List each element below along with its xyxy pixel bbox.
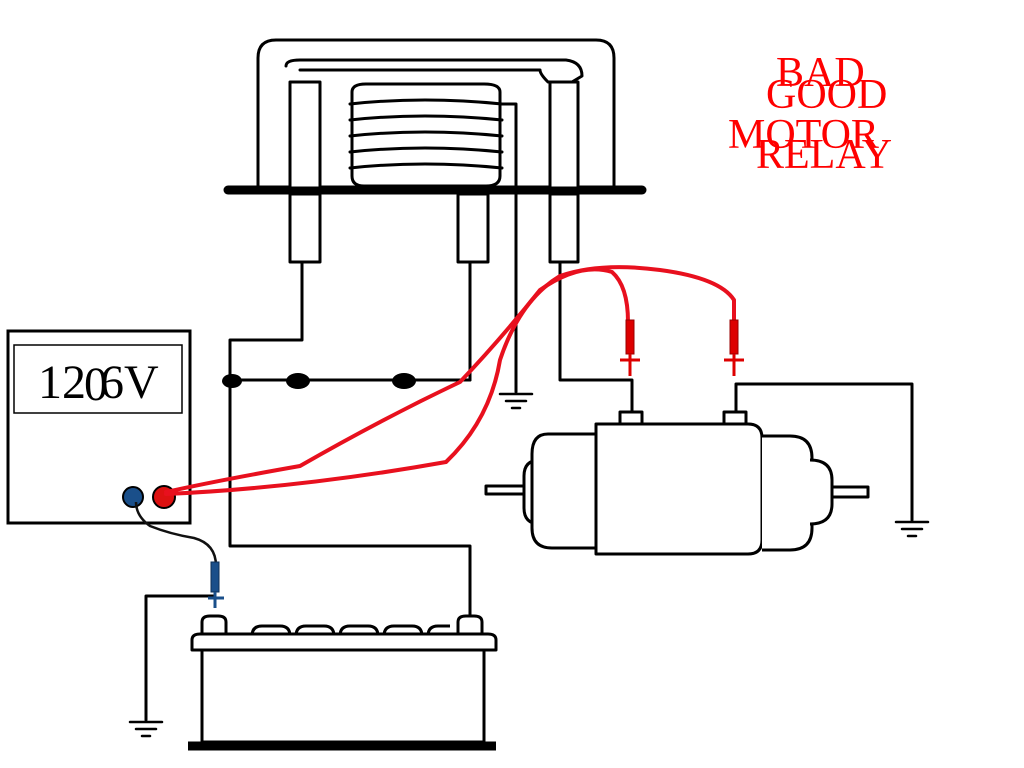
ground-icon — [498, 392, 534, 410]
motor-end-right — [809, 458, 834, 526]
junction-dots — [222, 373, 416, 389]
motor-terminal-right — [722, 410, 748, 426]
ground-icon — [894, 520, 930, 538]
relay-terminal-3 — [548, 192, 580, 264]
relay-armature — [284, 58, 584, 84]
motor-terminal-left — [618, 410, 644, 426]
ground-icon — [128, 720, 164, 738]
ground-symbols — [128, 392, 930, 738]
relay-coil — [348, 82, 504, 188]
motor-shaft-right — [826, 485, 870, 499]
battery-case — [200, 648, 486, 744]
battery-post-negative — [200, 614, 228, 636]
com-test-lead — [134, 501, 224, 608]
junction-dot — [392, 373, 416, 389]
relay-terminal-2 — [456, 192, 490, 264]
multimeter-display — [13, 344, 183, 414]
relay-terminal-1 — [288, 192, 322, 264]
label-good: GOOD — [766, 72, 887, 118]
motor-body — [594, 422, 764, 556]
label-relay: RELAY — [756, 132, 892, 178]
label-motor: MOTOR — [728, 112, 879, 158]
motor — [484, 388, 870, 556]
junction-dot — [222, 374, 242, 388]
red-probe-icon — [724, 319, 744, 376]
red-test-leads — [164, 265, 736, 496]
relay — [223, 38, 647, 394]
multimeter-readout-c: 6V — [100, 356, 159, 409]
relay-post-right — [548, 80, 580, 190]
label-bad: BAD — [776, 50, 865, 96]
blue-probe-icon — [210, 561, 220, 593]
multimeter-com-jack[interactable] — [122, 486, 144, 508]
battery-post-positive — [456, 614, 484, 636]
battery-lid — [190, 632, 498, 652]
multimeter: 12 0 6V — [6, 329, 192, 525]
battery — [188, 614, 498, 751]
multimeter-readout-b: 0 — [84, 358, 108, 411]
multimeter-readout-a: 12 — [38, 356, 86, 409]
red-probe-icon — [620, 319, 640, 376]
junction-dot — [286, 373, 310, 389]
relay-post-left — [288, 80, 322, 190]
status-labels: BAD GOOD MOTOR RELAY — [728, 50, 892, 178]
relay-cover — [256, 38, 616, 190]
red-probes — [620, 319, 744, 376]
